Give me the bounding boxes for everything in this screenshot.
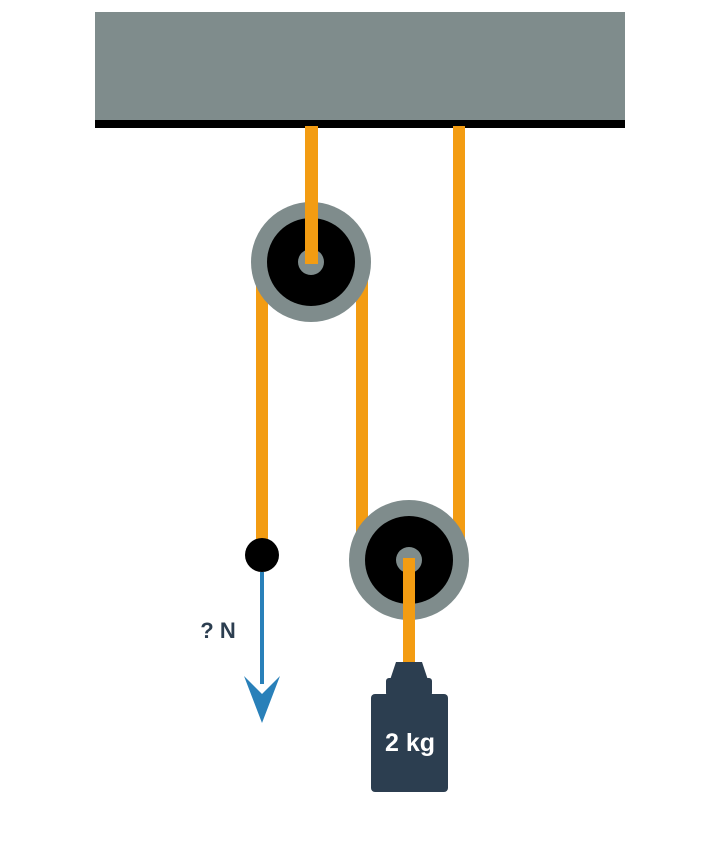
force-arrow [244, 572, 280, 723]
rope-top-pulley-hanger [305, 126, 318, 264]
ceiling-beam [95, 12, 625, 122]
rope-bottom-pulley-to-ceiling [453, 126, 465, 558]
rope-bottom-pulley-hanger [403, 558, 415, 668]
rope-pull-end [256, 268, 268, 554]
mass-weight [371, 662, 448, 792]
mass-weight-body [371, 694, 448, 792]
mass-label: 2 kg [385, 729, 435, 757]
rope-top-to-bottom-pulley [356, 268, 368, 558]
force-label: ? N [200, 618, 235, 643]
mass-weight-handle [390, 662, 428, 680]
rope-end-knot [245, 538, 279, 572]
rope-segments [256, 126, 465, 668]
force-arrow-head [244, 676, 280, 723]
mass-weight-neck [386, 678, 432, 696]
ceiling-edge [95, 120, 625, 128]
force-arrow-shaft [260, 572, 264, 684]
